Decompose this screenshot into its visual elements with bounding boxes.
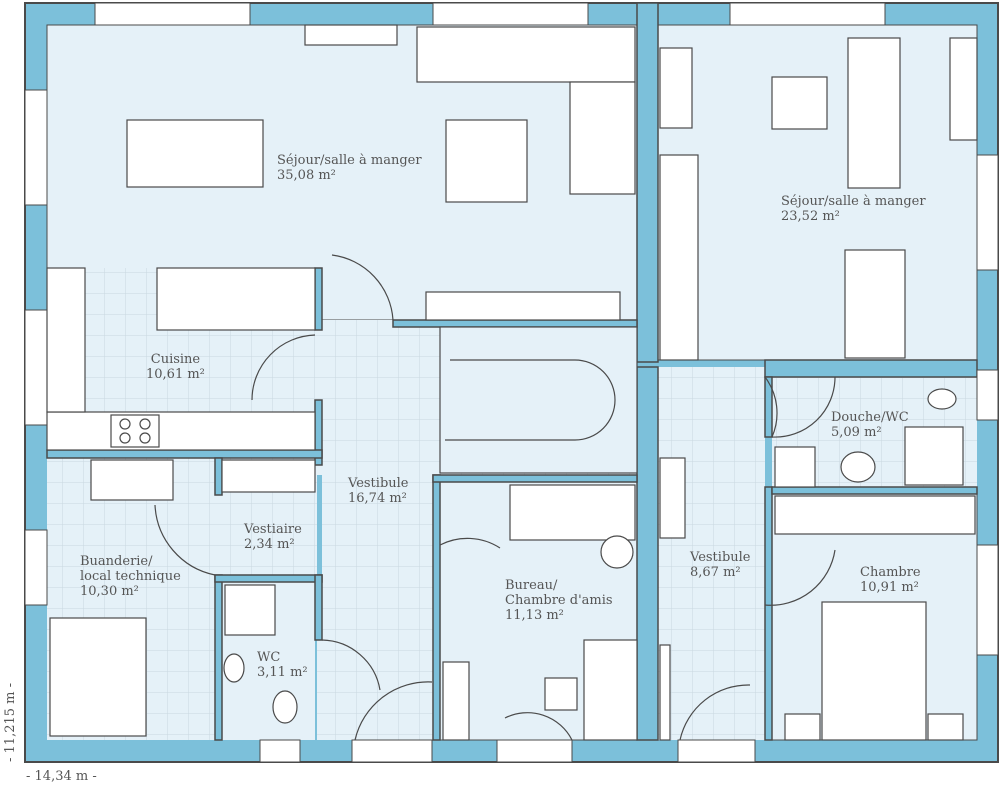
cabinet: [659, 644, 671, 741]
floor-wc-ext: [317, 640, 322, 740]
wall: [636, 2, 659, 363]
sofa: [847, 37, 901, 189]
nightstand: [927, 713, 964, 741]
floor-vestibule-right: [658, 367, 765, 740]
window: [24, 529, 48, 606]
door-swing: [679, 684, 751, 741]
door-swing: [321, 639, 381, 691]
kitchen-counter: [46, 267, 86, 413]
shower-tray: [224, 584, 276, 636]
window: [94, 2, 251, 26]
stairs: [439, 326, 638, 474]
wardrobe: [774, 495, 976, 535]
desk: [583, 639, 638, 741]
window: [496, 739, 573, 763]
window: [976, 544, 999, 656]
window: [351, 739, 433, 763]
floor-vestibule-lower: [322, 475, 434, 740]
door-swing: [504, 712, 573, 741]
coffee-table: [445, 119, 528, 203]
desk-chair: [544, 677, 578, 711]
wall: [314, 267, 323, 331]
wall: [771, 486, 978, 495]
nightstand: [784, 713, 821, 741]
shower-tray: [904, 426, 964, 486]
cabinet: [49, 617, 147, 737]
washbasin: [927, 388, 957, 410]
wall: [314, 574, 323, 641]
dining-table: [126, 119, 264, 188]
window: [24, 309, 48, 426]
door-swing: [251, 334, 316, 401]
toilet: [840, 451, 876, 483]
window: [259, 739, 301, 763]
window: [976, 154, 999, 271]
window: [976, 369, 999, 421]
kitchen-counter: [46, 411, 316, 451]
sideboard: [304, 24, 398, 46]
door-swing: [331, 254, 394, 321]
wardrobe: [221, 459, 316, 493]
door-swing: [764, 376, 836, 438]
sofa: [509, 484, 636, 541]
washbasin-counter: [774, 446, 816, 488]
armchair: [771, 76, 828, 130]
toilet: [272, 690, 298, 724]
cabinet: [659, 47, 693, 129]
window: [677, 739, 756, 763]
floor-living-right: [657, 24, 978, 361]
wall: [432, 474, 441, 741]
wall: [214, 457, 223, 496]
wall: [214, 574, 323, 583]
wall: [764, 359, 978, 378]
sideboard: [425, 291, 621, 321]
chair: [600, 535, 634, 569]
stair-arrow: [445, 359, 616, 441]
sofa: [569, 81, 636, 195]
door-swing: [439, 537, 501, 549]
height-dimension: - 11,215 m -: [3, 683, 18, 762]
door-swing: [354, 681, 433, 741]
window: [24, 89, 48, 206]
wall: [764, 486, 773, 741]
door-swing: [764, 549, 836, 606]
width-dimension: - 14,34 m -: [26, 769, 97, 784]
wall: [214, 574, 223, 741]
kitchen-unit: [659, 154, 699, 361]
wall: [432, 474, 638, 483]
wall: [764, 376, 773, 438]
sofa: [416, 26, 636, 83]
window: [432, 2, 589, 26]
wall: [636, 366, 659, 741]
laundry-counter: [90, 459, 174, 501]
kitchen-island: [156, 267, 316, 331]
wall: [46, 449, 323, 459]
wall: [392, 319, 638, 328]
window: [729, 2, 886, 26]
shelf: [442, 661, 470, 741]
cabinet: [659, 457, 686, 539]
cabinet: [949, 37, 978, 141]
dining-table: [844, 249, 906, 359]
bed: [821, 601, 927, 741]
washbasin: [223, 653, 245, 683]
cooktop: [110, 414, 160, 448]
door-swing: [154, 504, 216, 576]
